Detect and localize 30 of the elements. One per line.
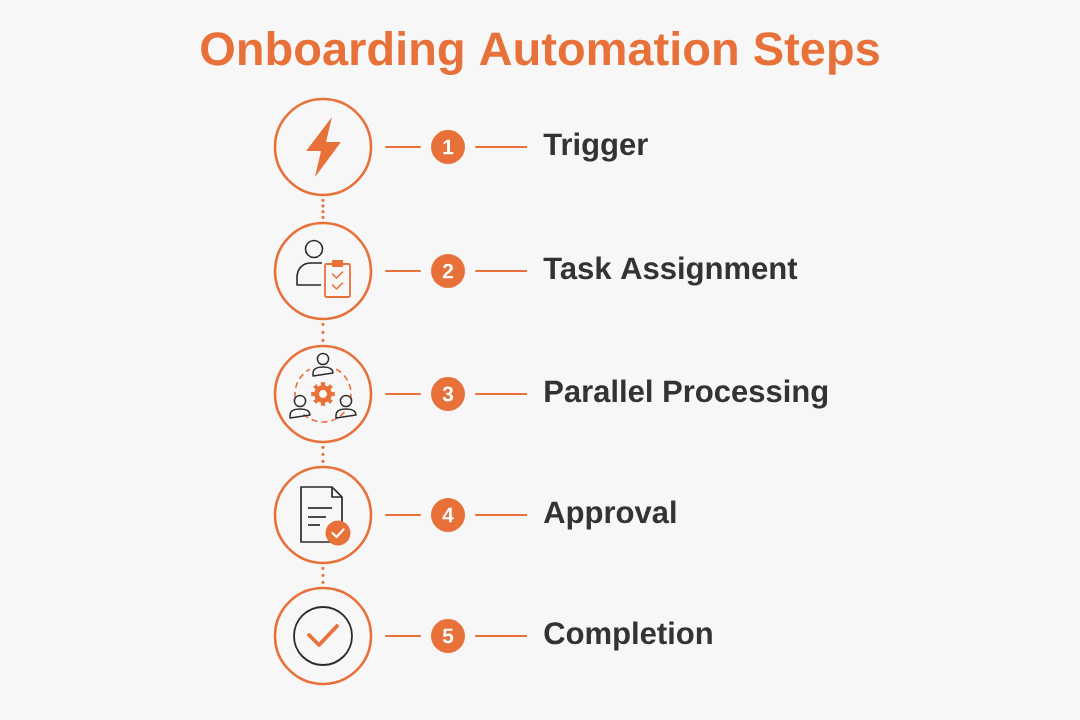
connector-line xyxy=(384,514,422,516)
connector-line xyxy=(474,393,528,395)
connector-line xyxy=(384,393,422,395)
number-badge: 1 xyxy=(431,130,465,164)
step-circle xyxy=(273,221,373,321)
number-badge: 2 xyxy=(431,254,465,288)
number-badge: 5 xyxy=(431,619,465,653)
connector-line xyxy=(384,146,422,148)
title: Onboarding Automation Steps xyxy=(201,31,879,75)
step-label: Trigger xyxy=(543,132,648,162)
step-circle xyxy=(273,344,373,444)
connector-line xyxy=(474,146,528,148)
step-circle xyxy=(273,586,373,686)
step-circle xyxy=(273,465,373,565)
connector-line xyxy=(384,635,422,637)
step-circle xyxy=(273,97,373,197)
number-badge: 3 xyxy=(431,377,465,411)
dotted-connector xyxy=(321,322,325,343)
dotted-connector xyxy=(321,445,325,464)
number-badge: 4 xyxy=(431,498,465,532)
connector-line xyxy=(474,635,528,637)
step-label: Approval xyxy=(543,500,676,530)
step-label: Parallel Processing xyxy=(545,379,828,409)
connector-line xyxy=(474,514,528,516)
connector-line xyxy=(474,270,528,272)
dotted-connector xyxy=(321,198,325,220)
step-label: Completion xyxy=(544,621,712,651)
step-label: Task Assignment xyxy=(543,256,798,286)
dotted-connector xyxy=(321,566,325,585)
connector-line xyxy=(384,270,422,272)
